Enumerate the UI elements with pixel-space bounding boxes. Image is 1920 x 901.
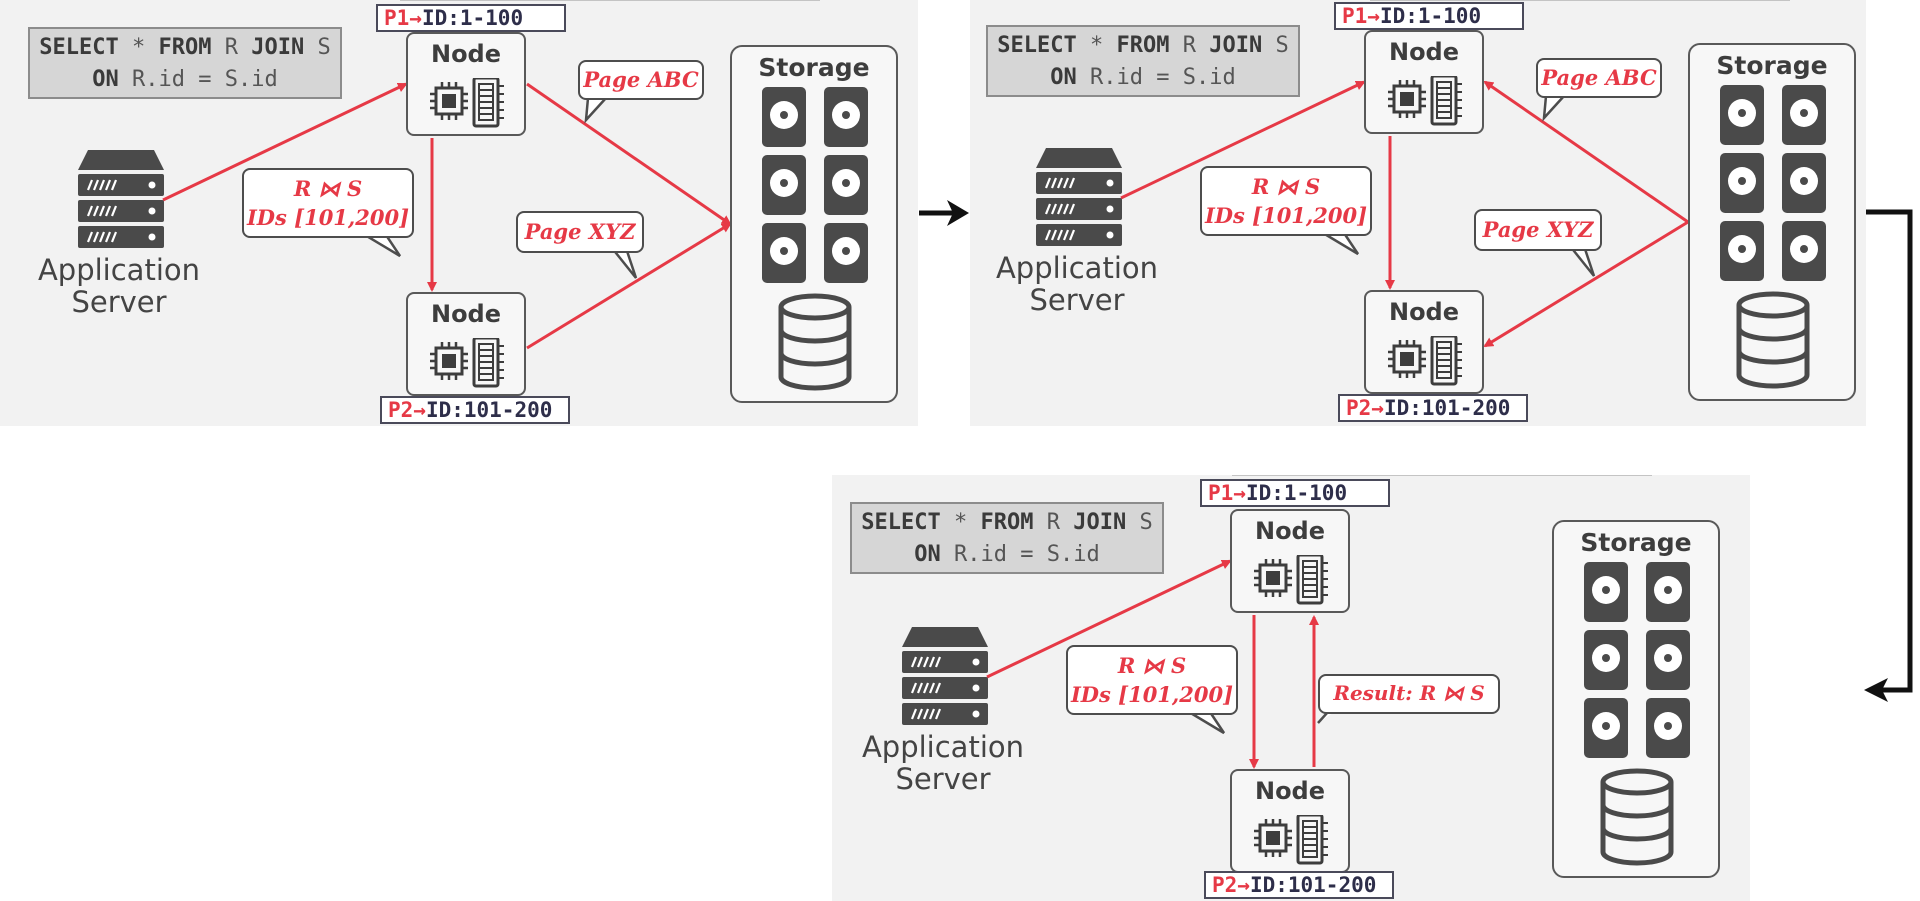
node-1: Node — [406, 32, 526, 136]
server-icon — [78, 150, 164, 248]
memory-icon — [1430, 76, 1462, 126]
node-1: Node — [1230, 509, 1350, 613]
panel-2: SELECT * FROM R JOIN S ON R.id = S.id Ap… — [970, 0, 1866, 426]
database-icon — [778, 293, 852, 391]
node-2: Node — [406, 292, 526, 396]
sql-query: SELECT * FROM R JOIN S ON R.id = S.id — [28, 27, 342, 99]
database-icon — [1736, 291, 1810, 389]
page-abc-callout: Page ABC — [1536, 58, 1662, 98]
server-icon — [902, 627, 988, 725]
app-server — [1034, 148, 1124, 254]
app-server — [76, 150, 166, 256]
sql-query: SELECT * FROM R JOIN S ON R.id = S.id — [986, 25, 1300, 97]
cpu-icon — [1254, 559, 1292, 597]
panel-3: SELECT * FROM R JOIN S ON R.id = S.id Ap… — [832, 475, 1750, 901]
storage: Storage — [1688, 43, 1856, 401]
memory-icon — [1296, 555, 1328, 605]
database-icon — [1600, 768, 1674, 866]
cpu-icon — [1254, 819, 1292, 857]
memory-icon — [1296, 815, 1328, 865]
result-callout: Result: R ⋈ S — [1318, 674, 1500, 714]
memory-icon — [472, 78, 504, 128]
partition-1-label: P1→ID:1-100 — [1200, 479, 1390, 507]
memory-icon — [1430, 336, 1462, 386]
cpu-icon — [1388, 340, 1426, 378]
step-arrow-2 — [1864, 209, 1913, 702]
partition-2-label: P2→ID:101-200 — [380, 396, 570, 424]
page-abc-callout: Page ABC — [578, 60, 704, 100]
server-icon — [1036, 148, 1122, 246]
arrows-panel-3 — [986, 559, 1319, 769]
cpu-icon — [430, 82, 468, 120]
cpu-icon — [1388, 80, 1426, 118]
storage: Storage — [1552, 520, 1720, 878]
cpu-icon — [430, 342, 468, 380]
memory-icon — [472, 338, 504, 388]
step-arrow-1 — [919, 200, 969, 226]
partition-2-label: P2→ID:101-200 — [1204, 871, 1394, 899]
partition-1-label: P1→ID:1-100 — [1334, 2, 1524, 30]
node-1: Node — [1364, 30, 1484, 134]
node-2: Node — [1230, 769, 1350, 873]
sql-query: SELECT * FROM R JOIN S ON R.id = S.id — [850, 502, 1164, 574]
panel-1: SELECT * FROM R JOIN S ON R.id = S.id Ap… — [0, 0, 918, 426]
partition-1-label: P1→ID:1-100 — [376, 4, 566, 32]
page-xyz-callout: Page XYZ — [516, 211, 644, 253]
partition-2-label: P2→ID:101-200 — [1338, 394, 1528, 422]
storage: Storage — [730, 45, 898, 403]
node-2: Node — [1364, 290, 1484, 394]
arrows-panel-1 — [162, 82, 732, 350]
app-server — [900, 627, 990, 733]
page-xyz-callout: Page XYZ — [1474, 209, 1602, 251]
arrows-panel-2 — [1120, 80, 1689, 348]
